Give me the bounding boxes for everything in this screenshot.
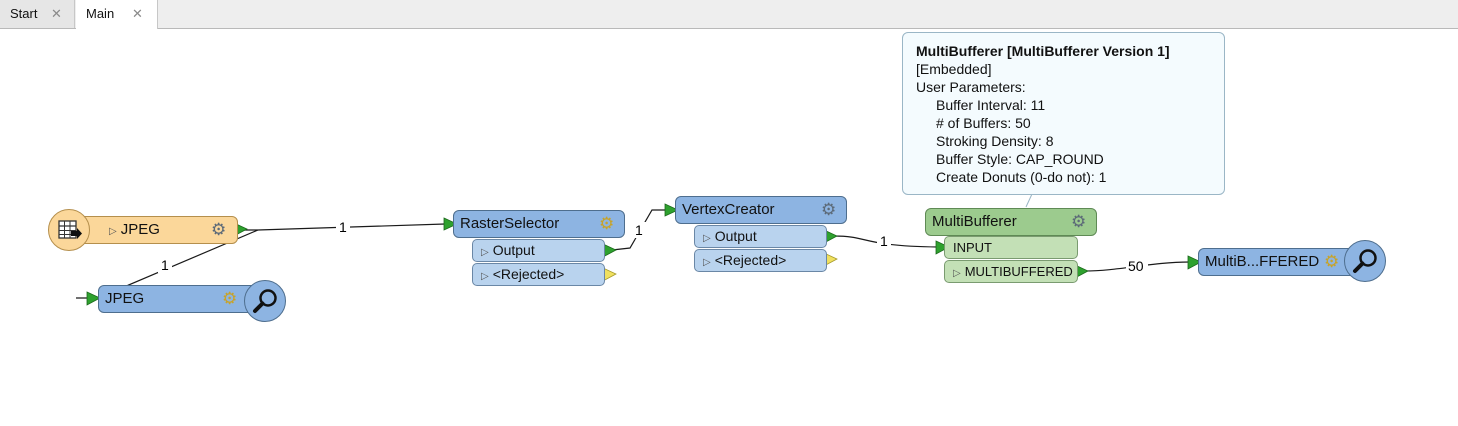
inspector-jpeg-label: JPEG (105, 290, 145, 307)
gear-icon[interactable]: ⚙ (211, 220, 227, 239)
gear-icon[interactable]: ⚙ (599, 214, 615, 233)
gear-icon[interactable]: ⚙ (1324, 252, 1340, 271)
raster-selector-output-port[interactable]: ▷Output (472, 239, 605, 262)
tooltip-param: Stroking Density: 8 (936, 133, 1054, 149)
tab-main[interactable]: Main ✕ (76, 0, 158, 29)
raster-selector-node[interactable]: RasterSelector ⚙ (453, 210, 625, 238)
tab-main-label: Main (86, 6, 115, 21)
link-count-label: 1 (339, 219, 347, 235)
tab-start[interactable]: Start ✕ (0, 0, 75, 28)
inspector-multibuffered-node[interactable]: MultiB...FFERED ⚙ (1198, 248, 1366, 276)
port-label: Output (714, 228, 757, 244)
port-arrow-icon (935, 240, 950, 255)
tab-bar: Start ✕ Main ✕ (0, 0, 1458, 29)
inspector-jpeg-node[interactable]: JPEG ⚙ (98, 285, 266, 313)
port-triangle-icon: ▷ (481, 247, 489, 258)
multibufferer-node[interactable]: MultiBufferer ⚙ (925, 208, 1097, 236)
reader-label: JPEG (120, 221, 160, 238)
port-label: <Rejected> (714, 252, 787, 268)
port-label: MULTIBUFFERED (964, 264, 1073, 279)
port-triangle-icon: ▷ (481, 271, 489, 282)
vertex-creator-label: VertexCreator (682, 201, 775, 218)
port-arrow-icon (1187, 255, 1202, 270)
multibufferer-output-port[interactable]: ▷MULTIBUFFERED (944, 260, 1078, 283)
link-count-label: 1 (161, 257, 169, 273)
link-count-label: 1 (880, 233, 888, 249)
vertex-creator-output-port[interactable]: ▷Output (694, 225, 827, 248)
tooltip-param: Buffer Style: CAP_ROUND (936, 151, 1104, 167)
link-count-label: 1 (635, 222, 643, 238)
tooltip-param: # of Buffers: 50 (936, 115, 1031, 131)
inspector-multibuffered-label: MultiB...FFERED (1205, 253, 1320, 270)
tooltip-param: Create Donuts (0-do not): 1 (936, 169, 1107, 185)
close-icon[interactable]: ✕ (132, 6, 143, 21)
table-reader-icon[interactable] (48, 209, 90, 251)
port-triangle-icon: ▷ (109, 226, 117, 237)
gear-icon[interactable]: ⚙ (222, 289, 238, 308)
gear-icon[interactable]: ⚙ (821, 200, 837, 219)
port-triangle-icon: ▷ (703, 233, 711, 244)
port-label: Output (492, 242, 535, 258)
port-triangle-icon: ▷ (703, 257, 711, 268)
tooltip-embedded: [Embedded] (916, 61, 992, 77)
tooltip-title: MultiBufferer [MultiBufferer Version 1] (916, 43, 1170, 59)
vertex-creator-rejected-port[interactable]: ▷<Rejected> (694, 249, 827, 272)
port-arrow-icon (664, 203, 679, 217)
tab-start-label: Start (10, 6, 38, 21)
reader-jpeg-node[interactable]: ▷JPEG ⚙ (70, 216, 238, 244)
port-arrow-icon (443, 217, 458, 231)
tooltip-param: Buffer Interval: 11 (936, 97, 1046, 113)
gear-icon[interactable]: ⚙ (1071, 212, 1087, 231)
port-label: INPUT (953, 240, 992, 255)
raster-selector-label: RasterSelector (460, 215, 560, 232)
magnifier-icon[interactable] (1344, 240, 1386, 282)
link-count-label: 50 (1128, 258, 1144, 274)
multibufferer-label: MultiBufferer (932, 213, 1017, 230)
port-arrow-icon (86, 291, 101, 306)
connector-line[interactable] (833, 235, 939, 248)
tooltip-user-params-label: User Parameters: (916, 79, 1026, 95)
multibufferer-input-port[interactable]: INPUT (944, 236, 1078, 259)
port-triangle-icon: ▷ (953, 268, 961, 279)
port-label: <Rejected> (492, 266, 565, 282)
close-icon[interactable]: ✕ (51, 6, 62, 21)
multibufferer-tooltip: MultiBufferer [MultiBufferer Version 1] … (902, 32, 1225, 195)
raster-selector-rejected-port[interactable]: ▷<Rejected> (472, 263, 605, 286)
vertex-creator-node[interactable]: VertexCreator ⚙ (675, 196, 847, 224)
magnifier-icon[interactable] (244, 280, 286, 322)
